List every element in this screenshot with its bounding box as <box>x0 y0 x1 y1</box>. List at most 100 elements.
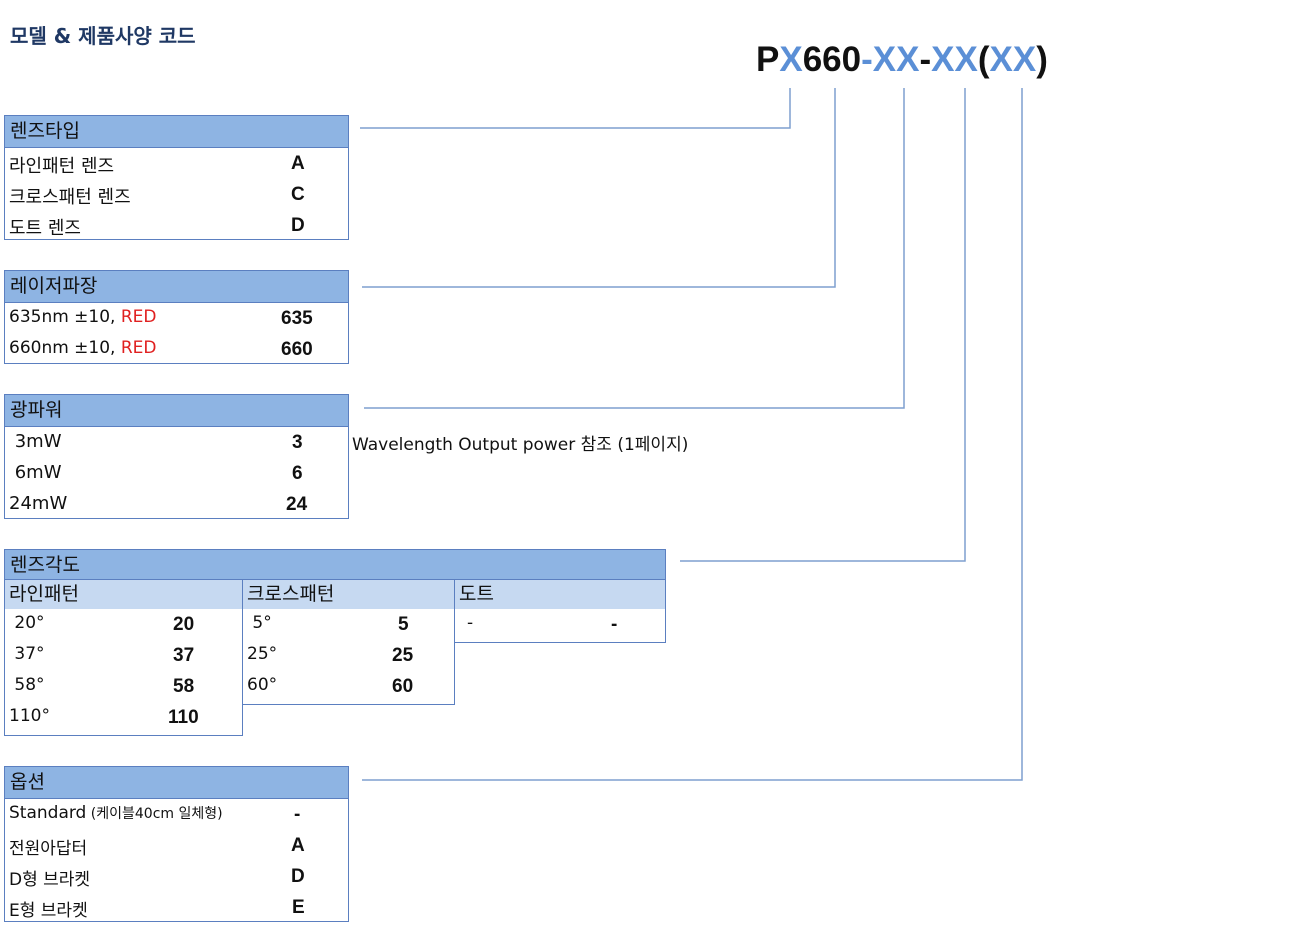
row-code: 3 <box>292 432 303 453</box>
row-label: 635nm ±10, RED <box>9 307 157 327</box>
row-code: - <box>294 804 301 825</box>
row-code: 635 <box>281 308 313 329</box>
row-code: C <box>291 184 305 205</box>
color-label: RED <box>120 338 157 358</box>
lens-type-table: 렌즈타입 라인패턴 렌즈 A 크로스패턴 렌즈 C 도트 렌즈 D <box>4 115 349 240</box>
row-label: E형 브라켓 <box>9 901 88 921</box>
row-code: E <box>292 897 305 918</box>
row-label: - <box>467 613 474 633</box>
lens-angle-table: 렌즈각도 라인패턴 20° 20 37° 37 58° 58 110° 110 크로스패… <box>4 549 666 739</box>
row-label: 20° <box>9 613 45 633</box>
code-paren-open: ( <box>977 40 990 79</box>
row-code: 5 <box>398 614 409 635</box>
row-label: 전원아답터 <box>9 839 88 859</box>
row-label: 3mW <box>9 431 62 452</box>
table-row: 3mW 3 <box>5 427 348 458</box>
code-wavelength: 660 <box>802 40 862 79</box>
row-label: 58° <box>9 675 45 695</box>
table-row: Standard (케이블40cm 일체형) - <box>5 799 348 830</box>
row-label: 5° <box>247 613 272 633</box>
row-label: D형 브라켓 <box>9 870 91 890</box>
dot-column: 도트 -- <box>454 580 666 643</box>
code-dash-2: - <box>919 40 932 79</box>
row-label: 라인패턴 렌즈 <box>9 156 115 177</box>
row-code: 6 <box>292 463 303 484</box>
table-row: 635nm ±10, RED 635 <box>5 303 348 334</box>
model-code: PX660-XX-XX(XX) <box>756 40 1048 80</box>
connector-power <box>364 88 905 409</box>
power-header: 광파워 <box>5 395 348 427</box>
table-row: 6mW 6 <box>5 458 348 489</box>
connector-lens-type <box>360 88 791 129</box>
row-code: 60 <box>392 676 414 697</box>
row-code: 37 <box>173 645 195 666</box>
row-label: 6mW <box>9 462 62 483</box>
wavelength-header: 레이저파장 <box>5 271 348 303</box>
wavelength-value: 635nm ±10, <box>9 307 121 327</box>
dot-header: 도트 <box>455 580 665 609</box>
option-detail: (케이블40cm 일체형) <box>86 806 223 822</box>
power-note: Wavelength Output power 참조 (1페이지) <box>352 435 689 455</box>
table-row: -- <box>455 609 665 640</box>
row-label: 660nm ±10, RED <box>9 338 157 358</box>
connector-wavelength <box>362 88 836 288</box>
table-row: 20° 20 <box>5 609 242 640</box>
connector-option <box>362 88 1023 781</box>
page-title: 모델 & 제품사양 코드 <box>10 24 196 48</box>
row-label: 24mW <box>9 493 68 514</box>
table-row: 60° 60 <box>243 671 454 702</box>
table-row: 5° 5 <box>243 609 454 640</box>
table-row: E형 브라켓 E <box>5 892 348 923</box>
code-dash-1: - <box>861 40 873 79</box>
code-angle: XX <box>931 40 978 79</box>
code-prefix: P <box>756 40 780 79</box>
row-code: 20 <box>173 614 195 635</box>
row-label: 110° <box>9 706 50 726</box>
options-table: 옵션 Standard (케이블40cm 일체형) - 전원아답터 A D형 브라켓… <box>4 766 349 922</box>
options-header: 옵션 <box>5 767 348 799</box>
row-label: 37° <box>9 644 45 664</box>
cross-pattern-header: 크로스패턴 <box>243 580 454 609</box>
color-label: RED <box>120 307 157 327</box>
cross-pattern-column: 크로스패턴 5° 5 25° 25 60° 60 <box>242 580 455 705</box>
row-label: 크로스패턴 렌즈 <box>9 187 131 208</box>
row-code: D <box>291 215 305 236</box>
row-code: 110 <box>168 707 199 728</box>
table-row: 크로스패턴 렌즈 C <box>5 179 348 210</box>
lens-angle-header: 렌즈각도 <box>4 549 666 580</box>
table-row: 전원아답터 A <box>5 830 348 861</box>
code-option: XX <box>989 40 1037 79</box>
table-row: 라인패턴 렌즈 A <box>5 148 348 179</box>
row-code: A <box>291 153 305 174</box>
row-label: Standard (케이블40cm 일체형) <box>9 803 223 823</box>
row-code: D <box>291 866 305 887</box>
table-row: 37° 37 <box>5 640 242 671</box>
row-label: 25° <box>247 644 278 664</box>
row-code: A <box>291 835 305 856</box>
lens-type-header: 렌즈타입 <box>5 116 348 148</box>
table-row: 도트 렌즈 D <box>5 210 348 241</box>
wavelength-value: 660nm ±10, <box>9 338 121 358</box>
row-label: 도트 렌즈 <box>9 218 81 239</box>
table-row: D형 브라켓 D <box>5 861 348 892</box>
table-row: 110° 110 <box>5 702 242 733</box>
code-lens-type: X <box>779 40 803 79</box>
row-code: 58 <box>173 676 195 697</box>
power-table: 광파워 3mW 3 6mW 6 24mW 24 <box>4 394 349 519</box>
row-code: 24 <box>286 494 308 515</box>
row-code: - <box>611 614 618 635</box>
line-pattern-column: 라인패턴 20° 20 37° 37 58° 58 110° 110 <box>4 580 243 736</box>
table-row: 24mW 24 <box>5 489 348 520</box>
table-row: 58° 58 <box>5 671 242 702</box>
option-name: Standard <box>9 803 87 823</box>
row-code: 25 <box>392 645 414 666</box>
code-power: XX <box>872 40 920 79</box>
row-code: 660 <box>281 339 313 360</box>
table-row: 660nm ±10, RED 660 <box>5 334 348 365</box>
row-label: 60° <box>247 675 278 695</box>
code-paren-close: ) <box>1036 40 1048 79</box>
line-pattern-header: 라인패턴 <box>5 580 242 609</box>
table-row: 25° 25 <box>243 640 454 671</box>
